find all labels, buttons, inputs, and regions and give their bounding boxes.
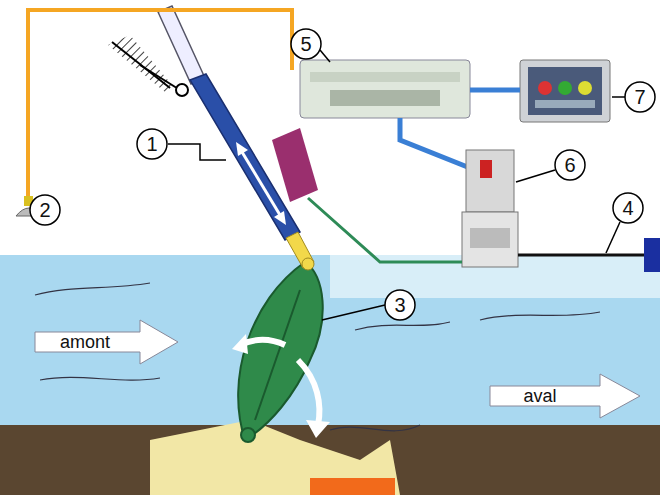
callout-circle xyxy=(385,290,415,320)
flow-arrow xyxy=(490,374,640,418)
callout-circle xyxy=(137,129,167,159)
callout-circle xyxy=(291,29,321,59)
valve-block xyxy=(272,128,318,202)
callout-number: 3 xyxy=(394,295,405,315)
flow-arrow xyxy=(35,320,178,364)
touch-panel xyxy=(520,60,610,122)
plc-module xyxy=(300,60,470,118)
cylinder-tube xyxy=(158,6,205,84)
concrete-sill xyxy=(150,420,400,495)
callout-number: 5 xyxy=(300,34,311,54)
callout-circle xyxy=(625,82,655,112)
flow-label: amont xyxy=(60,333,110,351)
callout-number: 7 xyxy=(634,87,645,107)
cylinder-pivot xyxy=(176,84,188,96)
callout-number: 2 xyxy=(39,200,50,220)
contactor xyxy=(462,212,518,267)
callout-circle xyxy=(555,150,585,180)
gate-flap xyxy=(238,262,323,440)
callout-circle xyxy=(613,193,643,223)
callout-number: 6 xyxy=(564,155,575,175)
callout-circle xyxy=(30,195,60,225)
flow-label: aval xyxy=(523,387,556,405)
callout-number: 4 xyxy=(622,198,633,218)
callout-number: 1 xyxy=(146,134,157,154)
sill-base xyxy=(310,478,395,495)
motor-starter xyxy=(466,150,514,212)
gate-pivot xyxy=(241,428,255,442)
power-supply xyxy=(644,238,660,272)
